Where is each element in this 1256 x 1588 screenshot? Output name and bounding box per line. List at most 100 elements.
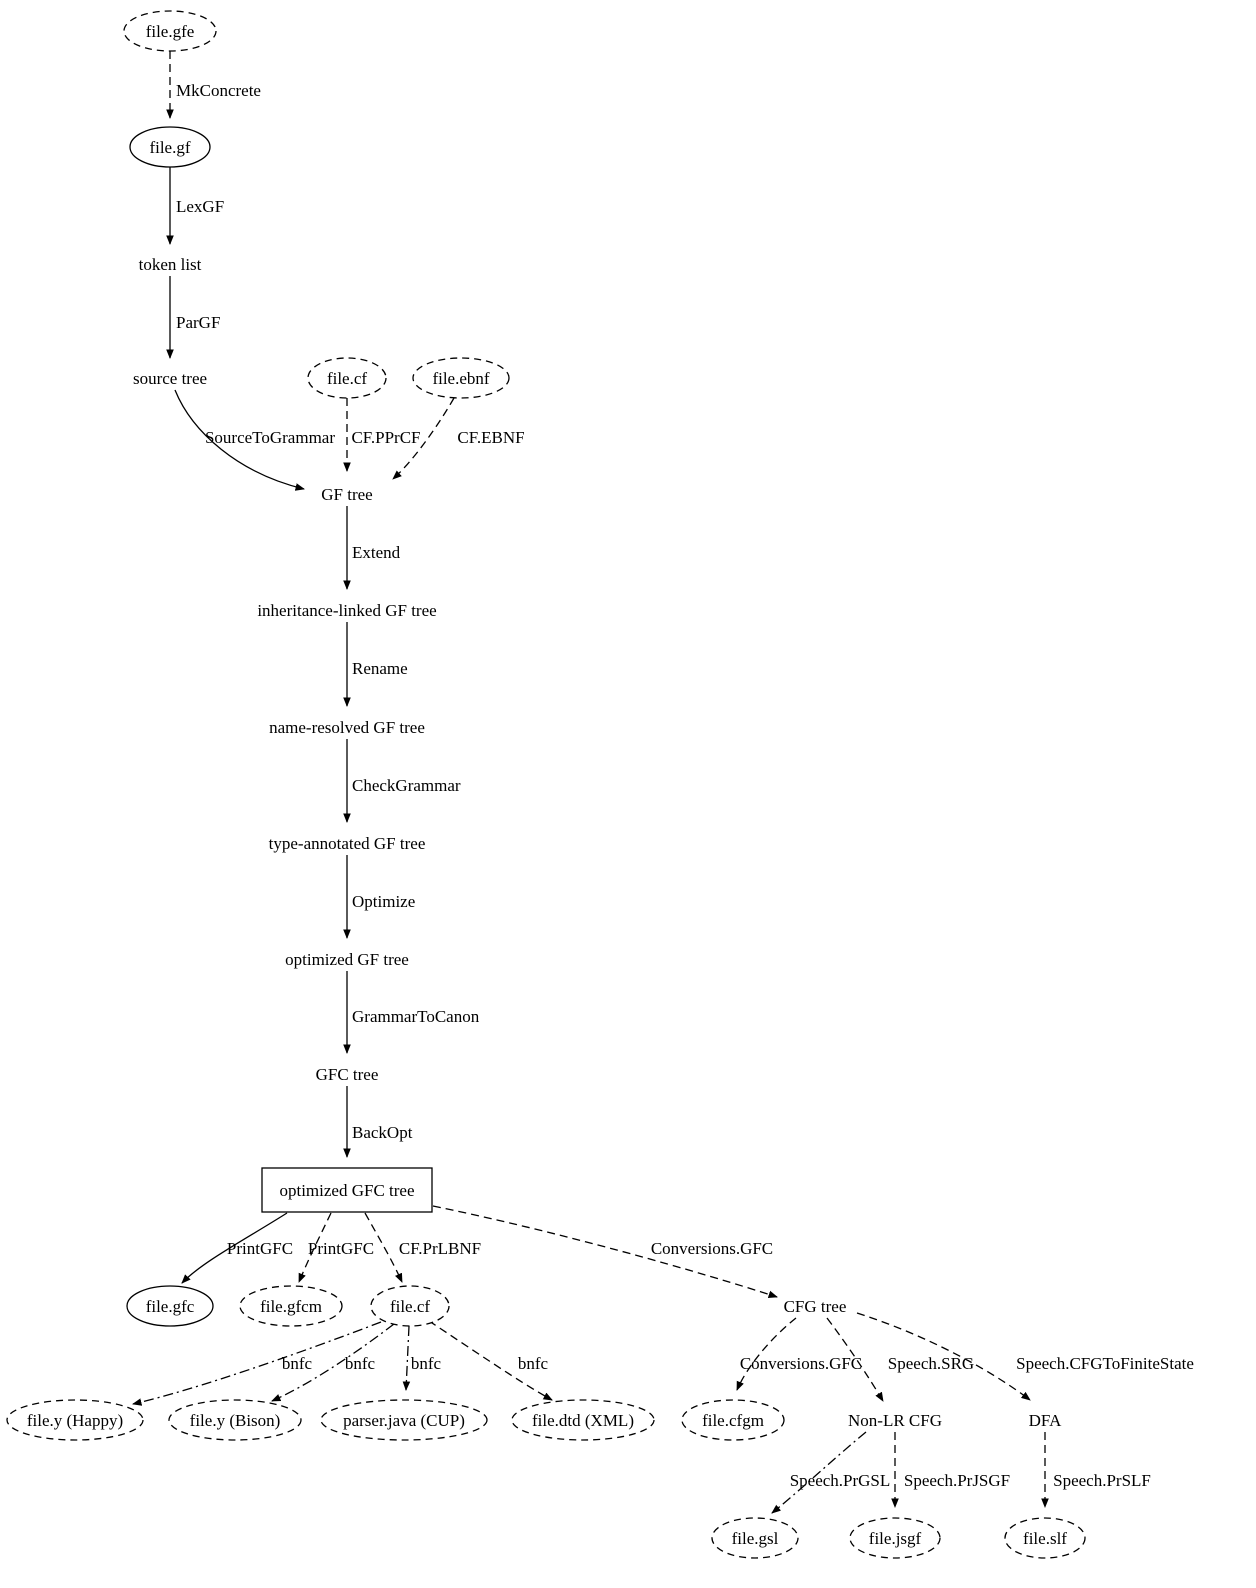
- node-opt-gf-tree: optimized GF tree: [285, 950, 409, 969]
- node-label-file-gfc: file.gfc: [146, 1297, 195, 1316]
- node-shape-file-gfcm: [239, 1285, 343, 1327]
- edge-label-opt-gfc-tree--file-gfc: PrintGFC: [227, 1239, 293, 1258]
- node-file-dtd-xml: file.dtd (XML): [511, 1399, 655, 1441]
- node-label-file-y-happy: file.y (Happy): [27, 1411, 123, 1430]
- node-file-gfcm: file.gfcm: [239, 1285, 343, 1327]
- edge-label-dfa--file-slf: Speech.PrSLF: [1053, 1471, 1151, 1490]
- node-shape-file-gfc: [126, 1285, 214, 1327]
- node-label-file-gf: file.gf: [149, 138, 190, 157]
- edge-cfg-tree--non-lr-cfg: [826, 1317, 884, 1402]
- node-label-file-jsgf: file.jsgf: [869, 1529, 922, 1548]
- node-token-list: token list: [139, 255, 202, 274]
- node-shape-opt-gfc-tree: [261, 1167, 433, 1213]
- node-label-file-gfe: file.gfe: [146, 22, 195, 41]
- node-shape-file-ebnf: [412, 357, 510, 399]
- node-label-token-list: token list: [139, 255, 202, 274]
- edge-cfg-tree--file-cfgm: [736, 1317, 797, 1391]
- node-label-file-ebnf: file.ebnf: [432, 369, 489, 388]
- node-name-gf-tree: name-resolved GF tree: [269, 718, 425, 737]
- node-shape-file-slf: [1004, 1517, 1086, 1559]
- edge-file-cf-2--parser-java-cup: [402, 1325, 411, 1391]
- node-label-file-cf-2: file.cf: [390, 1297, 430, 1316]
- edge-label-non-lr-cfg--file-jsgf: Speech.PrJSGF: [904, 1471, 1010, 1490]
- node-file-cf-2: file.cf: [370, 1285, 450, 1327]
- edge-label-cfg-tree--file-cfgm: Conversions.GFC: [740, 1354, 862, 1373]
- node-file-y-bison: file.y (Bison): [168, 1399, 302, 1441]
- node-label-parser-java-cup: parser.java (CUP): [343, 1411, 465, 1430]
- node-label-opt-gfc-tree: optimized GFC tree: [279, 1181, 414, 1200]
- node-shape-file-jsgf: [849, 1517, 941, 1559]
- edge-label-opt-gf-tree--gfc-tree: GrammarToCanon: [352, 1007, 480, 1026]
- node-gf-tree: GF tree: [321, 485, 372, 504]
- edge-label-source-tree--gf-tree: SourceToGrammar: [205, 428, 335, 447]
- edge-label-opt-gfc-tree--cfg-tree: Conversions.GFC: [651, 1239, 773, 1258]
- node-opt-gfc-tree: optimized GFC tree: [261, 1167, 433, 1213]
- edge-non-lr-cfg--file-gsl: [771, 1431, 867, 1514]
- node-label-file-dtd-xml: file.dtd (XML): [532, 1411, 634, 1430]
- node-file-cf-1: file.cf: [307, 357, 387, 399]
- edge-label-opt-gfc-tree--file-cf-2: CF.PrLBNF: [399, 1239, 481, 1258]
- edge-label-file-cf-2--parser-java-cup: bnfc: [411, 1354, 442, 1373]
- edge-label-file-ebnf--gf-tree: CF.EBNF: [457, 428, 524, 447]
- node-file-slf: file.slf: [1004, 1517, 1086, 1559]
- node-type-gf-tree: type-annotated GF tree: [269, 834, 426, 853]
- edge-label-opt-gfc-tree--file-gfcm: PrintGFC: [308, 1239, 374, 1258]
- edge-label-cfg-tree--non-lr-cfg: Speech.SRG: [888, 1354, 974, 1373]
- edge-label-token-list--source-tree: ParGF: [176, 313, 220, 332]
- node-source-tree: source tree: [133, 369, 207, 388]
- node-shape-file-y-bison: [168, 1399, 302, 1441]
- node-cfg-tree: CFG tree: [784, 1297, 847, 1316]
- node-shape-file-cfgm: [681, 1399, 785, 1441]
- edge-cfg-tree--dfa: [856, 1312, 1031, 1401]
- node-label-non-lr-cfg: Non-LR CFG: [848, 1411, 942, 1430]
- edge-label-file-cf-1--gf-tree: CF.PPrCF: [351, 428, 420, 447]
- edge-label-file-cf-2--file-y-happy: bnfc: [282, 1354, 313, 1373]
- node-shape-file-y-happy: [6, 1399, 144, 1441]
- node-label-type-gf-tree: type-annotated GF tree: [269, 834, 426, 853]
- node-shape-file-gf: [129, 126, 211, 168]
- node-shape-file-gfe: [123, 10, 217, 52]
- node-label-file-y-bison: file.y (Bison): [190, 1411, 281, 1430]
- node-file-ebnf: file.ebnf: [412, 357, 510, 399]
- node-shape-parser-java-cup: [320, 1399, 488, 1441]
- nodes-layer: file.gfe file.gf token list source tree file…: [6, 10, 1086, 1559]
- edge-file-ebnf--gf-tree: [392, 397, 455, 480]
- edge-label-file-gfe--file-gf: MkConcrete: [176, 81, 261, 100]
- node-shape-file-gsl: [711, 1517, 799, 1559]
- edge-label-inh-gf-tree--name-gf-tree: Rename: [352, 659, 408, 678]
- node-file-gfc: file.gfc: [126, 1285, 214, 1327]
- node-gfc-tree: GFC tree: [316, 1065, 379, 1084]
- node-file-gfe: file.gfe: [123, 10, 217, 52]
- node-label-source-tree: source tree: [133, 369, 207, 388]
- node-file-jsgf: file.jsgf: [849, 1517, 941, 1559]
- node-shape-file-dtd-xml: [511, 1399, 655, 1441]
- edge-label-gfc-tree--opt-gfc-tree: BackOpt: [352, 1123, 413, 1142]
- node-label-gfc-tree: GFC tree: [316, 1065, 379, 1084]
- node-label-inh-gf-tree: inheritance-linked GF tree: [257, 601, 436, 620]
- edge-file-cf-2--file-dtd-xml: [428, 1320, 553, 1401]
- edge-opt-gfc-tree--cfg-tree: [432, 1205, 778, 1298]
- node-label-gf-tree: GF tree: [321, 485, 372, 504]
- node-label-name-gf-tree: name-resolved GF tree: [269, 718, 425, 737]
- edge-label-file-gf--token-list: LexGF: [176, 197, 224, 216]
- node-file-y-happy: file.y (Happy): [6, 1399, 144, 1441]
- node-label-opt-gf-tree: optimized GF tree: [285, 950, 409, 969]
- edge-label-file-cf-2--file-dtd-xml: bnfc: [518, 1354, 549, 1373]
- edge-label-cfg-tree--dfa: Speech.CFGToFiniteState: [1016, 1354, 1194, 1373]
- node-label-file-cfgm: file.cfgm: [702, 1411, 764, 1430]
- node-label-file-gfcm: file.gfcm: [260, 1297, 322, 1316]
- node-label-file-cf-1: file.cf: [327, 369, 367, 388]
- edge-label-name-gf-tree--type-gf-tree: CheckGrammar: [352, 776, 461, 795]
- edge-label-non-lr-cfg--file-gsl: Speech.PrGSL: [790, 1471, 891, 1490]
- node-label-file-slf: file.slf: [1023, 1529, 1067, 1548]
- node-non-lr-cfg: Non-LR CFG: [848, 1411, 942, 1430]
- node-label-cfg-tree: CFG tree: [784, 1297, 847, 1316]
- node-shape-file-cf-2: [370, 1285, 450, 1327]
- node-file-cfgm: file.cfgm: [681, 1399, 785, 1441]
- edge-file-cf-2--file-y-happy: [132, 1321, 382, 1406]
- node-parser-java-cup: parser.java (CUP): [320, 1399, 488, 1441]
- edge-opt-gfc-tree--file-gfc: [181, 1212, 288, 1284]
